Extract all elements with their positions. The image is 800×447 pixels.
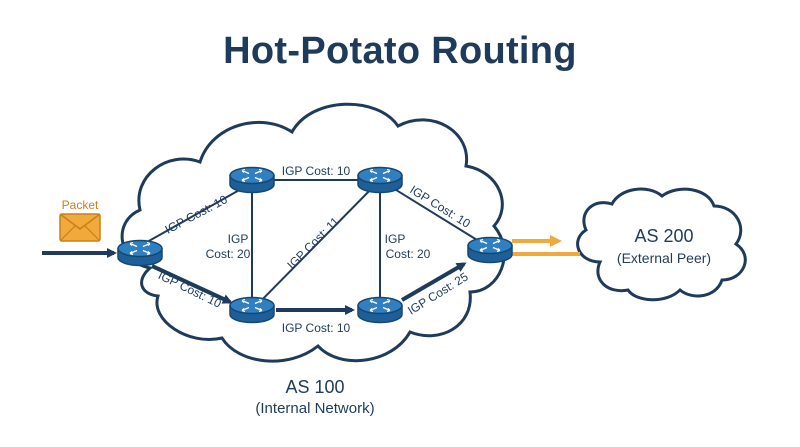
router-ingress-icon (117, 239, 163, 267)
label-left-vertical-b: Cost: 20 (206, 247, 251, 261)
router-bottom-left-icon (229, 296, 275, 324)
as200-name: AS 200 (634, 226, 693, 246)
label-right-vertical-b: Cost: 20 (386, 247, 431, 261)
path-bottom-right-egress (400, 262, 467, 302)
envelope-icon (59, 213, 101, 242)
label-right-vertical-a: IGP (385, 232, 406, 246)
routers (117, 166, 513, 324)
diagram-title: Hot-Potato Routing (223, 30, 577, 72)
as200-cloud (576, 187, 747, 302)
link-ingress-top (139, 183, 251, 247)
path-ingress-bottom (151, 264, 233, 304)
egress-links (512, 235, 580, 256)
label-left-vertical-a: IGP (228, 232, 249, 246)
as100-desc: (Internal Network) (255, 400, 374, 417)
as200-desc: (External Peer) (617, 250, 711, 266)
link-top-right-egress (379, 179, 491, 249)
router-top-left-icon (229, 166, 275, 194)
router-top-right-icon (357, 166, 403, 194)
link-diagonal (251, 179, 381, 311)
as100-name: AS 100 (285, 377, 344, 397)
label-bottom-horizontal: IGP Cost: 10 (282, 321, 351, 335)
router-egress-icon (467, 236, 513, 264)
router-bottom-right-icon (357, 296, 403, 324)
packet-label: Packet (62, 198, 99, 212)
label-top-horizontal: IGP Cost: 10 (282, 164, 351, 178)
packet-path (42, 248, 467, 315)
